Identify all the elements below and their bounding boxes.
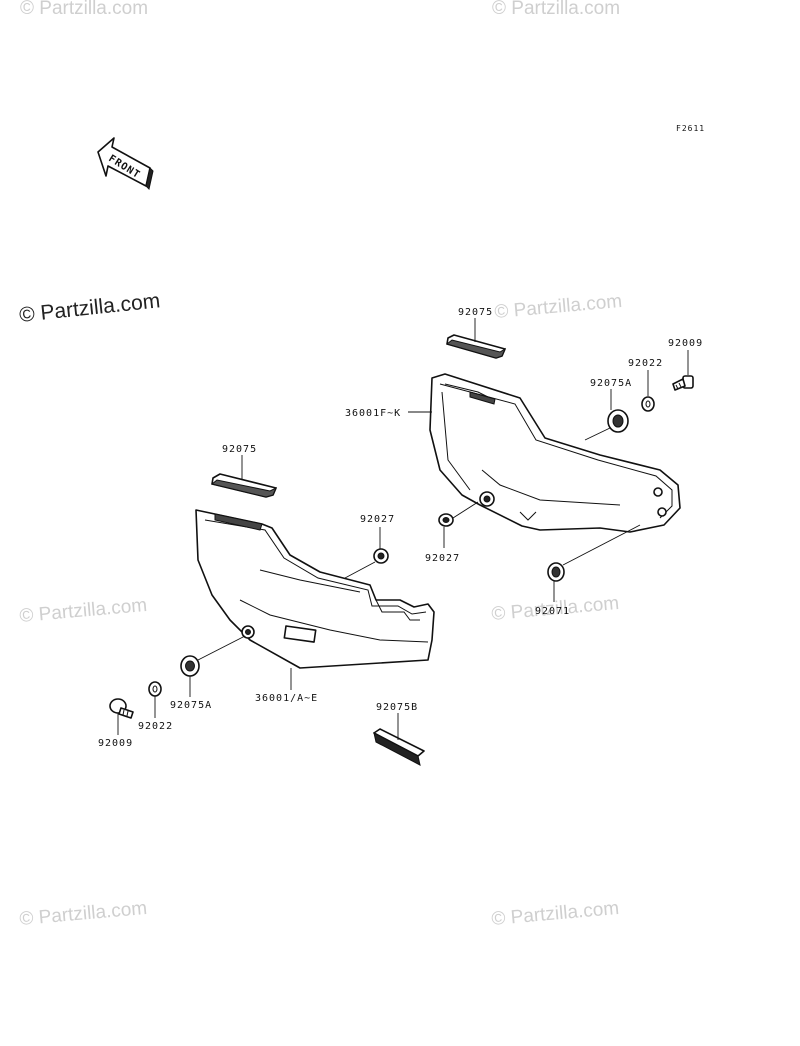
right-lower-grommet-part	[547, 524, 641, 602]
watermark-mid-right-upper: © Partzilla.com	[494, 291, 623, 323]
watermark-main: © Partzilla.com	[18, 289, 161, 327]
label-left-washer: 92022	[138, 721, 173, 732]
front-arrow-icon: FRONT	[97, 137, 154, 190]
left-collar-part	[344, 527, 389, 579]
label-left-grommet: 92075A	[170, 700, 212, 711]
label-right-strip: 92075	[458, 307, 493, 318]
right-grommet-part	[584, 389, 629, 441]
label-right-cover: 36001F~K	[345, 408, 401, 419]
watermark-top-left: © Partzilla.com	[20, 0, 148, 19]
watermark-bottom-right: © Partzilla.com	[491, 898, 620, 930]
label-left-strip: 92075	[222, 444, 257, 455]
right-collar-part	[438, 501, 479, 548]
watermark-bottom-left: © Partzilla.com	[19, 898, 148, 930]
left-washer-part	[148, 681, 162, 718]
label-right-lower-grommet: 92071	[535, 606, 570, 617]
watermark-mid-left: © Partzilla.com	[19, 595, 148, 627]
right-washer-part	[641, 370, 655, 412]
label-pad: 92075B	[376, 702, 418, 713]
left-strip-part	[210, 455, 277, 498]
label-right-collar: 92027	[425, 553, 460, 564]
label-right-grommet: 92075A	[590, 378, 632, 389]
right-side-cover-part	[429, 373, 681, 533]
watermark-top-right: © Partzilla.com	[492, 0, 620, 19]
figure-code: F2611	[676, 124, 705, 133]
label-left-collar: 92027	[360, 514, 395, 525]
pad-part	[373, 713, 425, 766]
label-right-bolt: 92009	[668, 338, 703, 349]
left-side-cover-part	[195, 509, 435, 669]
label-left-bolt: 92009	[98, 738, 133, 749]
right-strip-part	[445, 318, 507, 359]
right-bolt-part	[672, 350, 694, 391]
left-grommet-part	[180, 635, 246, 697]
label-right-washer: 92022	[628, 358, 663, 369]
left-bolt-part	[109, 698, 134, 735]
label-left-cover: 36001/A~E	[255, 693, 318, 704]
